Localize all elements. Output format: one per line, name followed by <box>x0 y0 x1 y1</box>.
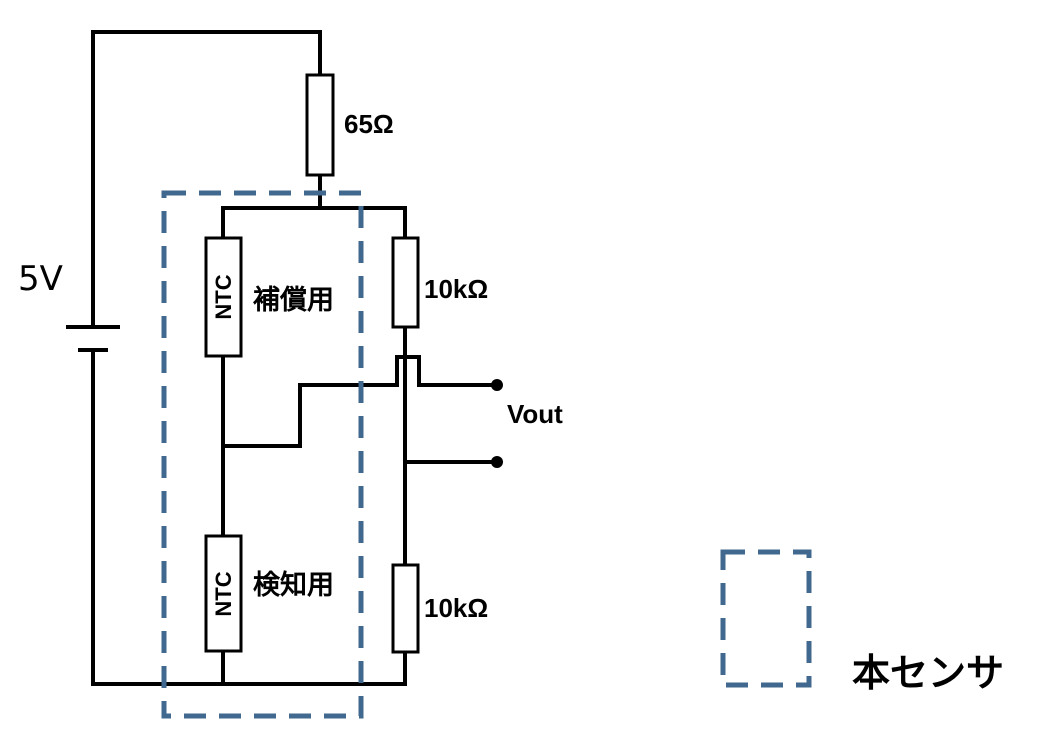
resistor-10k-upper-label: 10kΩ <box>424 274 488 304</box>
compensation-role-label: 補償用 <box>252 285 334 315</box>
resistor-10k-lower-label: 10kΩ <box>424 593 488 623</box>
wire-bottom-rail <box>91 348 407 686</box>
resistor-65-ohm <box>305 73 335 177</box>
vout-label: Vout <box>507 399 563 429</box>
detection-role-label: 検知用 <box>253 570 334 600</box>
ntc-compensation-thermistor <box>204 236 243 358</box>
output-terminal-lower <box>491 456 503 468</box>
battery-symbol <box>66 325 120 352</box>
wire-supply-top <box>91 30 322 329</box>
legend-box <box>720 549 812 688</box>
resistor-10k-lower <box>391 563 420 654</box>
sensor-boundary <box>161 190 364 719</box>
wire-output-upper <box>221 355 499 448</box>
ntc-compensation-label: NTC <box>211 274 236 319</box>
resistor-10k-upper <box>391 236 420 329</box>
wires <box>91 30 499 686</box>
output-terminal-upper <box>491 379 503 391</box>
legend-label: 本センサ <box>852 653 1004 695</box>
supply-voltage-label: 5V <box>18 259 63 299</box>
ntc-detection-label: NTC <box>211 571 236 616</box>
resistor-65-ohm-label: 65Ω <box>344 109 394 139</box>
ntc-detection-thermistor <box>204 534 243 653</box>
